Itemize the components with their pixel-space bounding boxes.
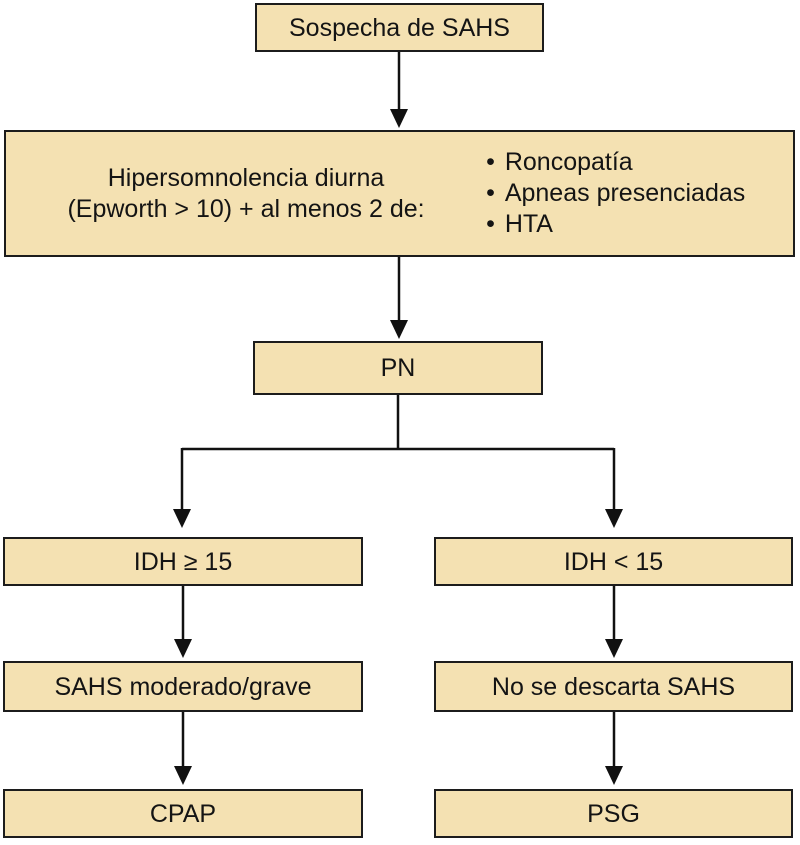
branch-pn-split <box>173 395 623 528</box>
node-label: PSG <box>587 799 640 828</box>
node-psg: PSG <box>434 789 793 838</box>
bullet-item: • Apneas presenciadas <box>486 178 745 209</box>
arrow-suspect-to-criteria <box>390 52 408 128</box>
criteria-line2: (Epworth > 10) + al menos 2 de: <box>67 194 425 223</box>
bullet-icon: • <box>486 148 495 176</box>
arrow-no-descarta-to-psg <box>605 712 623 785</box>
bullet-item: • Roncopatía <box>486 147 633 178</box>
node-label: SAHS moderado/grave <box>54 672 312 701</box>
node-label: No se descarta SAHS <box>491 672 736 701</box>
bullet-label: HTA <box>504 210 553 238</box>
node-label: PN <box>380 354 416 382</box>
arrow-sahs-mod-to-cpap <box>174 712 192 785</box>
node-sahs-moderado-grave: SAHS moderado/grave <box>3 661 363 712</box>
bullet-label: Apneas presenciadas <box>504 179 746 207</box>
node-pn: PN <box>253 341 543 395</box>
node-label: IDH < 15 <box>563 547 664 576</box>
bullet-item: • HTA <box>486 209 553 240</box>
criteria-line1: Hipersomnolencia diurna <box>107 163 385 192</box>
arrow-idh-lt-to-no-descarta <box>605 586 623 658</box>
criteria-bullet-list: • Roncopatía • Apneas presenciadas • HTA <box>486 147 793 240</box>
bullet-icon: • <box>486 179 495 207</box>
node-no-se-descarta-sahs: No se descarta SAHS <box>434 661 793 712</box>
node-cpap: CPAP <box>3 789 363 838</box>
node-criterios-clinicos: Hipersomnolencia diurna (Epworth > 10) +… <box>4 130 795 257</box>
node-idh-ge-15: IDH ≥ 15 <box>3 537 363 586</box>
bullet-label: Roncopatía <box>504 148 633 176</box>
bullet-icon: • <box>486 210 495 238</box>
node-idh-lt-15: IDH < 15 <box>434 537 793 586</box>
node-label: Sospecha de SAHS <box>289 13 510 42</box>
arrow-idh-ge-to-sahs-mod <box>174 586 192 658</box>
node-label: IDH ≥ 15 <box>133 547 233 576</box>
node-label: CPAP <box>149 799 217 828</box>
criteria-text-block: Hipersomnolencia diurna (Epworth > 10) +… <box>6 163 486 225</box>
node-sospecha-sahs: Sospecha de SAHS <box>255 3 544 52</box>
arrow-criteria-to-pn <box>390 257 408 339</box>
